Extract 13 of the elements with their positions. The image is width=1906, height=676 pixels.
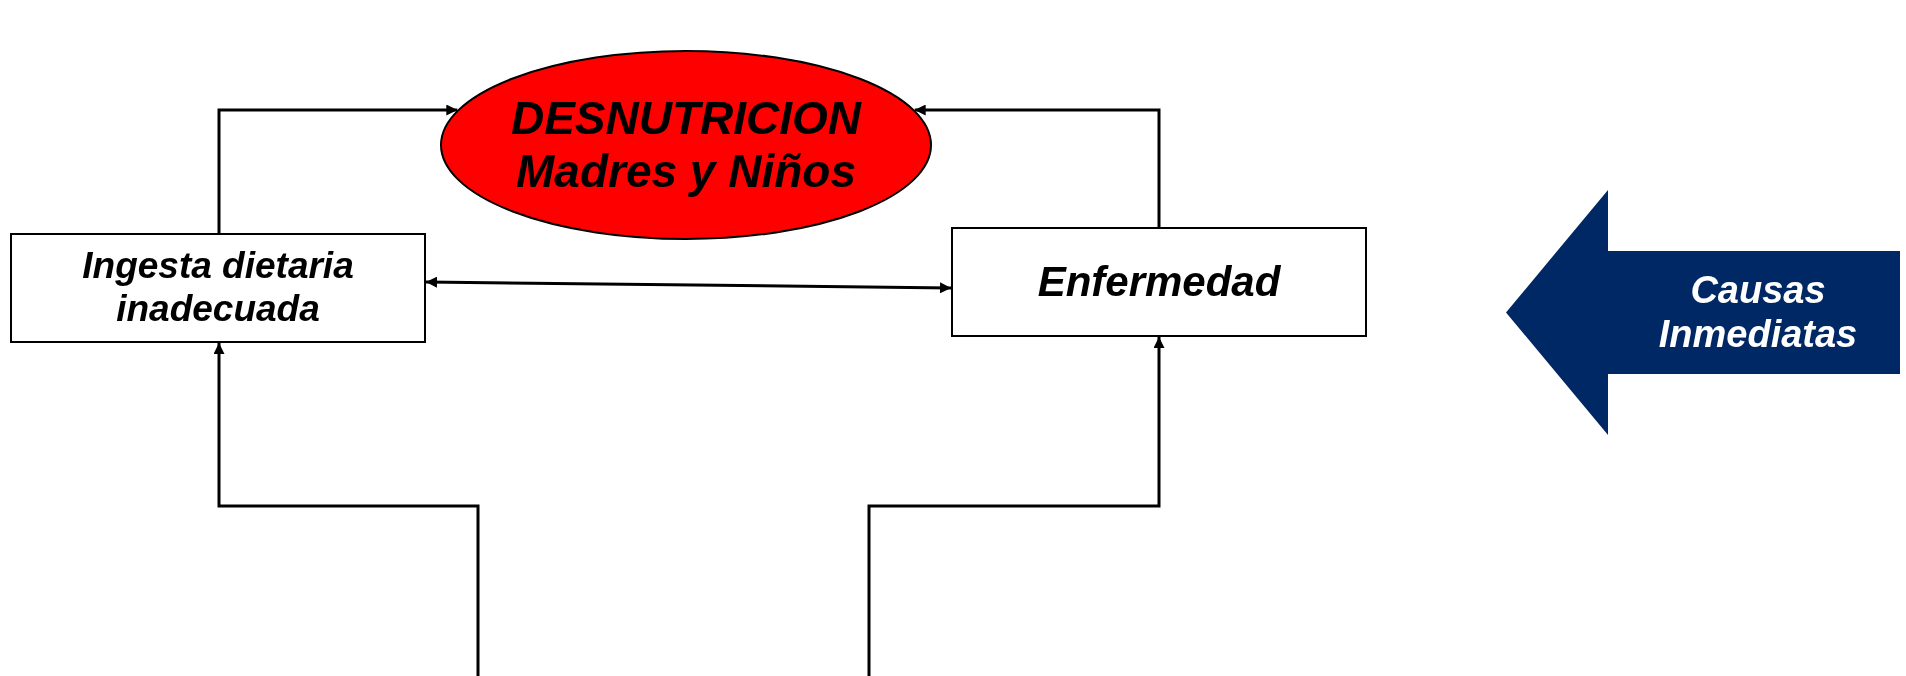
node-label: Causas Inmediatas <box>1657 268 1859 357</box>
arrow <box>867 337 1165 676</box>
process-box <box>10 233 426 343</box>
arrow <box>426 276 951 294</box>
arrow <box>213 343 480 676</box>
process-box <box>951 227 1367 337</box>
arrow-banner <box>1506 190 1900 435</box>
node-label: Enfermedad <box>1037 257 1281 307</box>
arrow <box>217 104 458 233</box>
arrow <box>914 104 1161 227</box>
ellipse-node <box>440 50 932 240</box>
node-label: DESNUTRICION Madres y Niños <box>509 92 863 198</box>
node-label: Ingesta dietaria inadecuada <box>81 245 355 331</box>
